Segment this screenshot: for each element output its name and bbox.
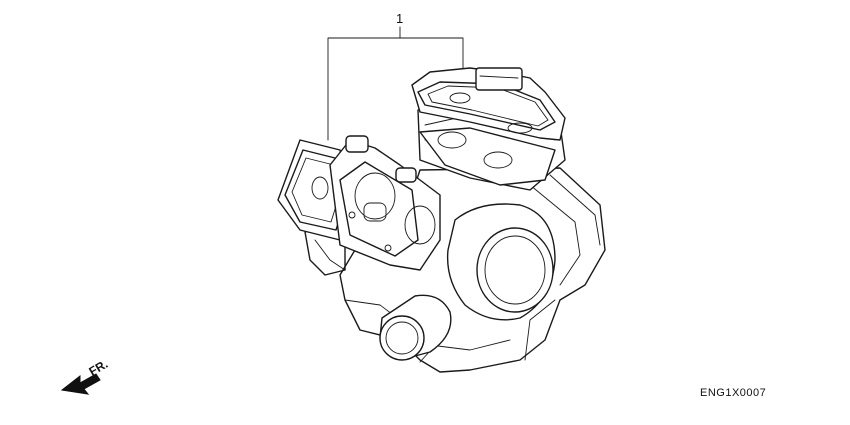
drawing-code: ENG1X0007 [700, 387, 767, 399]
oil-filter [379, 294, 452, 361]
front-cylinder-gasket [329, 135, 441, 271]
rear-base-gasket [419, 127, 556, 186]
front-direction-arrow: FR. [60, 357, 111, 395]
direction-label: FR. [87, 357, 111, 379]
side-cover [446, 203, 556, 321]
arrow-icon [60, 373, 101, 395]
callout-bracket: 1 [327, 11, 464, 141]
rear-head-gasket [411, 67, 566, 141]
callout-number: 1 [396, 11, 403, 26]
